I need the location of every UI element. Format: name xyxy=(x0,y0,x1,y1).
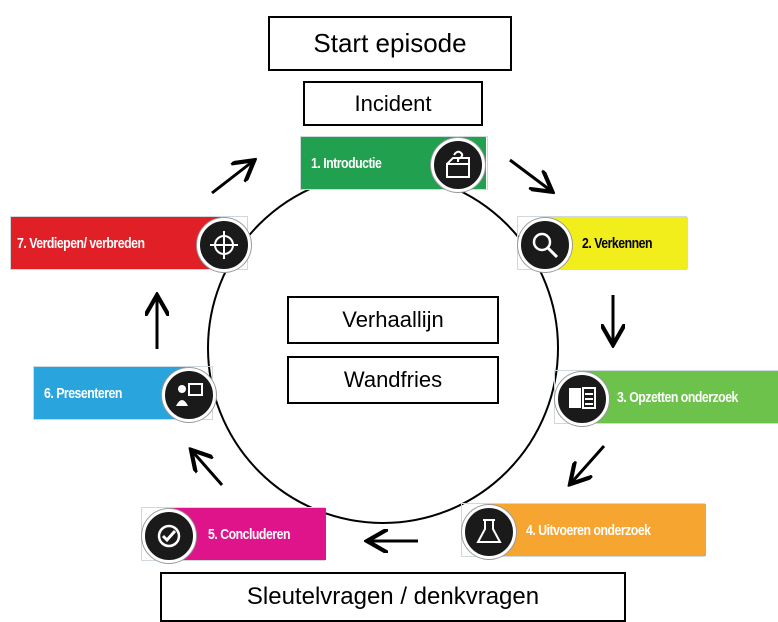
step-4-bar xyxy=(490,504,706,556)
step-6-presenteren: 6. Presenteren xyxy=(33,366,216,422)
explore-icon xyxy=(518,218,572,272)
step-3-label: 3. Opzetten onderzoek xyxy=(617,388,738,406)
step-1-introductie: 1. Introductie xyxy=(300,136,488,192)
step-5-bar xyxy=(170,508,326,560)
plan-icon xyxy=(555,372,609,426)
step-5-label: 5. Concluderen xyxy=(208,525,290,543)
step-2-verkennen: 2. Verkennen xyxy=(517,216,688,272)
arrow-1-to-2 xyxy=(509,158,550,190)
arrow-7-to-1 xyxy=(211,162,252,195)
step-3-bar xyxy=(583,371,778,423)
step-6-label: 6. Presenteren xyxy=(44,384,122,402)
present-icon xyxy=(162,368,216,422)
step-4-uitvoeren-onderzoek: 4. Uitvoeren onderzoek xyxy=(461,503,706,559)
box-question-icon xyxy=(431,138,485,192)
start-episode-box: Start episode xyxy=(268,16,512,71)
step-7-bar xyxy=(11,217,221,269)
step-4-label: 4. Uitvoeren onderzoek xyxy=(526,521,651,539)
step-1-label: 1. Introductie xyxy=(311,154,382,172)
step-2-label: 2. Verkennen xyxy=(582,234,652,252)
step-3-opzetten-onderzoek: 3. Opzetten onderzoek xyxy=(554,370,778,426)
step-7-label: 7. Verdiepen/ verbreden xyxy=(17,234,145,252)
incident-box: Incident xyxy=(303,81,483,126)
arrow-5-to-6 xyxy=(193,452,224,486)
step-6-bar xyxy=(34,367,186,419)
cycle-circle xyxy=(207,172,559,524)
experiment-icon xyxy=(462,505,516,559)
wandfries-box: Wandfries xyxy=(287,356,499,404)
sleutelvragen-box: Sleutelvragen / denkvragen xyxy=(160,572,626,622)
step-7-verdiepen-verbreden: 7. Verdiepen/ verbreden xyxy=(10,216,251,272)
step-5-concluderen: 5. Concluderen xyxy=(141,507,326,563)
conclude-icon xyxy=(142,509,196,563)
verhaallijn-box: Verhaallijn xyxy=(287,296,499,344)
arrow-3-to-4 xyxy=(572,445,606,482)
deepen-icon xyxy=(197,218,251,272)
